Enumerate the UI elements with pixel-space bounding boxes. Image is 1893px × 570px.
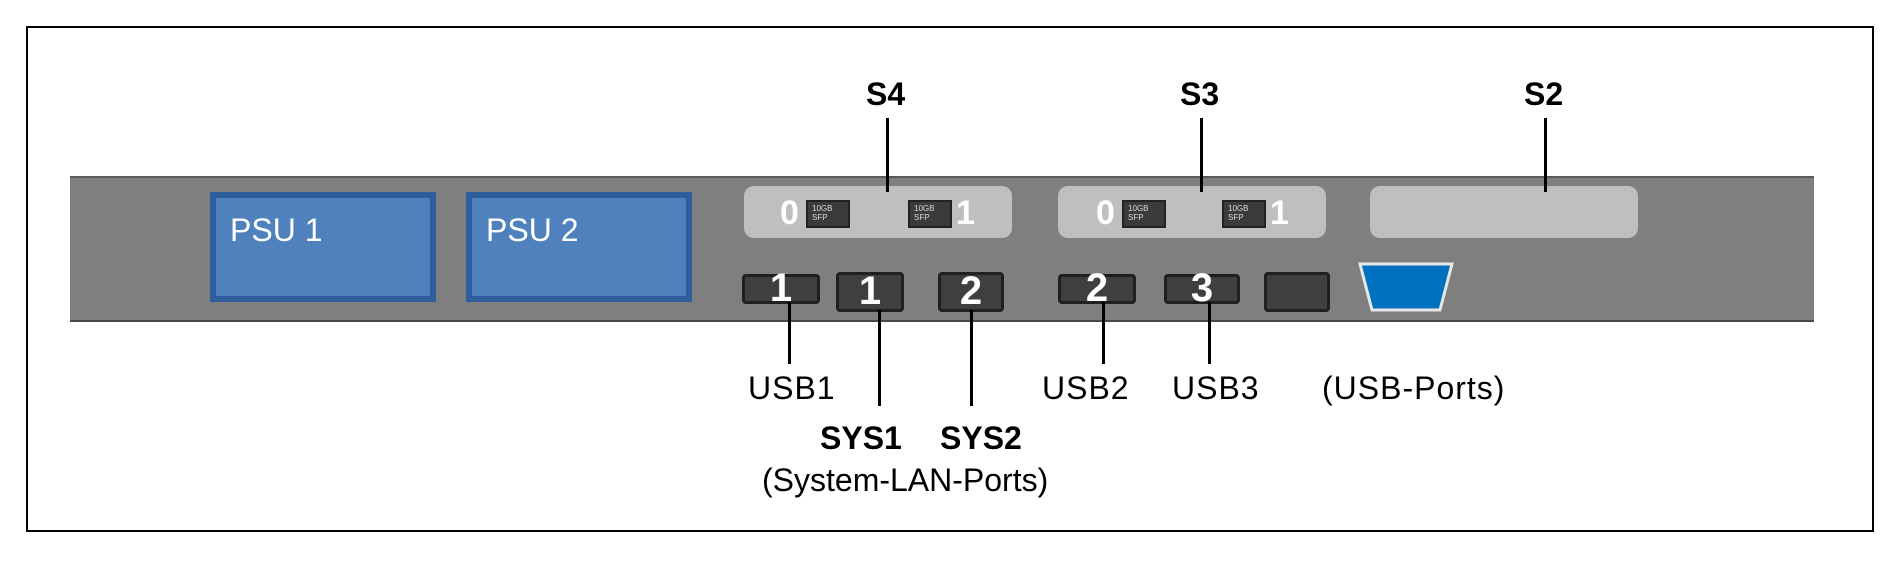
usb-ports-caption: (USB-Ports) bbox=[1322, 370, 1506, 406]
sys2-label: SYS2 bbox=[940, 420, 1022, 456]
s3-port-0-label: 0 bbox=[1096, 194, 1115, 232]
usb3-port: 3 bbox=[1164, 268, 1240, 308]
slot-s4: 0 10GB SFP 10GB SFP 1 bbox=[744, 186, 1012, 238]
psu-1-label: PSU 1 bbox=[230, 212, 323, 248]
usb1-callout-line bbox=[788, 302, 791, 364]
usb-connector-icon bbox=[1358, 262, 1454, 312]
sys1-callout-line bbox=[878, 310, 881, 406]
s3-sfp-module-0: 10GB SFP bbox=[1122, 200, 1166, 228]
s4-sfp-0-text: 10GB SFP bbox=[812, 204, 833, 222]
s3-sfp-0-text: 10GB SFP bbox=[1128, 204, 1149, 222]
sys2-callout-line bbox=[970, 310, 973, 406]
psu-1: PSU 1 bbox=[210, 192, 436, 302]
s3-callout-line bbox=[1200, 118, 1203, 192]
s3-port-1-label: 1 bbox=[1270, 194, 1289, 232]
s4-sfp-module-1: 10GB SFP bbox=[908, 200, 952, 228]
usb1-port: 1 bbox=[742, 268, 820, 308]
system-lan-ports-caption: (System-LAN-Ports) bbox=[762, 462, 1049, 498]
usb1-port-number: 1 bbox=[769, 266, 793, 310]
psu-2-label: PSU 2 bbox=[486, 212, 579, 248]
usb2-label: USB2 bbox=[1042, 370, 1130, 406]
sys1-port-number: 1 bbox=[858, 269, 882, 313]
s4-port-0-label: 0 bbox=[780, 194, 799, 232]
sys2-port-number: 2 bbox=[959, 269, 983, 313]
s2-label: S2 bbox=[1524, 76, 1564, 112]
s4-callout-line bbox=[886, 118, 889, 192]
s3-sfp-module-1: 10GB SFP bbox=[1222, 200, 1266, 228]
usb2-port-number: 2 bbox=[1085, 266, 1109, 310]
slot-s3: 0 10GB SFP 10GB SFP 1 bbox=[1058, 186, 1326, 238]
s3-sfp-1-text: 10GB SFP bbox=[1228, 204, 1249, 222]
s4-label: S4 bbox=[866, 76, 906, 112]
s2-callout-line bbox=[1544, 118, 1547, 192]
s4-sfp-1-text: 10GB SFP bbox=[914, 204, 935, 222]
sys1-label: SYS1 bbox=[820, 420, 902, 456]
usb3-label: USB3 bbox=[1172, 370, 1260, 406]
unlabeled-port bbox=[1264, 272, 1330, 312]
psu-2: PSU 2 bbox=[466, 192, 692, 302]
usb3-callout-line bbox=[1208, 302, 1211, 364]
slot-s2 bbox=[1370, 186, 1638, 238]
usb1-label: USB1 bbox=[748, 370, 836, 406]
sys1-lan-port: 1 bbox=[836, 269, 904, 313]
usb2-port: 2 bbox=[1058, 268, 1136, 308]
diagram-frame bbox=[26, 26, 1874, 532]
usb3-port-number: 3 bbox=[1190, 266, 1214, 310]
s3-label: S3 bbox=[1180, 76, 1220, 112]
usb2-callout-line bbox=[1102, 302, 1105, 364]
s4-port-1-label: 1 bbox=[956, 194, 975, 232]
sys2-lan-port: 2 bbox=[938, 269, 1004, 313]
s4-sfp-module-0: 10GB SFP bbox=[806, 200, 850, 228]
